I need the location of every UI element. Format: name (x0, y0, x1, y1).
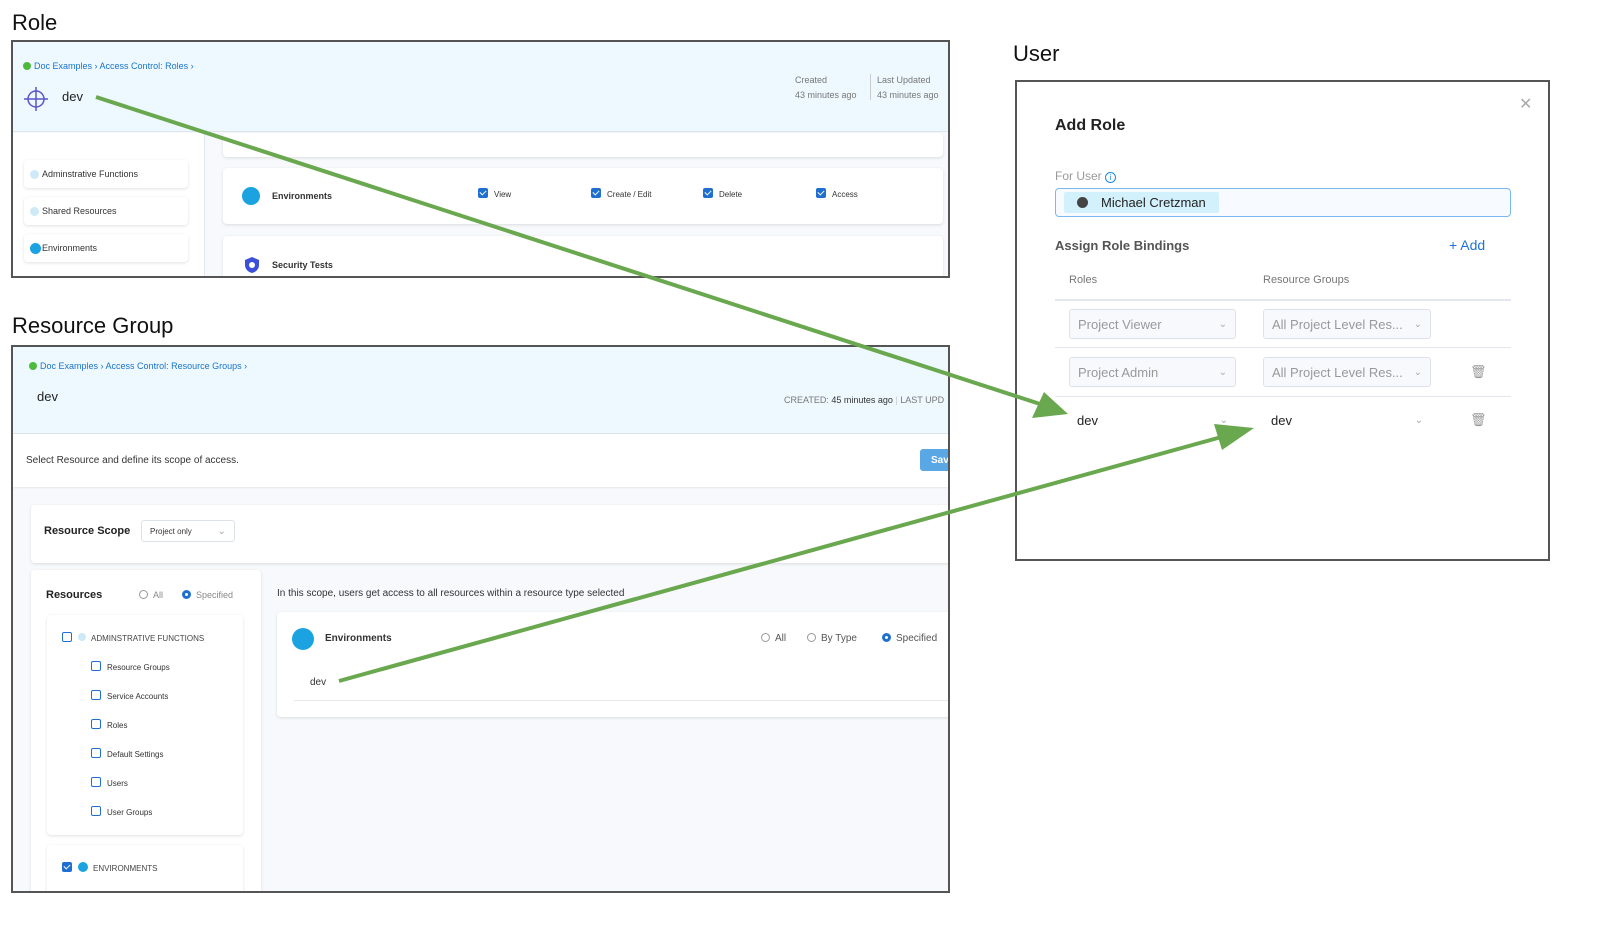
resource-item[interactable]: Users (91, 777, 128, 788)
updated-label: Last Updated (877, 75, 931, 85)
sidebar-item-environments[interactable]: Environments (24, 234, 188, 262)
role-header: Doc Examples › Access Control: Roles › d… (13, 42, 948, 132)
breadcrumb: Doc Examples › Access Control: Roles › (23, 61, 194, 71)
admin-functions-group[interactable]: ADMINSTRATIVE FUNCTIONS (62, 632, 204, 643)
project-icon (23, 62, 31, 70)
role-select[interactable]: Project Admin⌄ (1069, 357, 1236, 387)
perm-create-edit[interactable]: Create / Edit (591, 188, 651, 199)
resource-scope-select[interactable]: Project only⌄ (141, 520, 235, 542)
trash-icon[interactable]: 🗑 (1470, 412, 1487, 427)
chevron-down-icon: ⌄ (1414, 414, 1423, 426)
breadcrumb-link[interactable]: Doc Examples (40, 361, 99, 371)
chevron-down-icon: ⌄ (217, 525, 226, 537)
updated-value: 43 minutes ago (877, 90, 939, 100)
resource-group-screenshot: Doc Examples › Access Control: Resource … (11, 345, 950, 893)
environments-group[interactable]: ENVIRONMENTS (62, 862, 157, 873)
save-button[interactable]: Sav (920, 449, 948, 471)
created-label: CREATED: (784, 395, 829, 405)
chevron-down-icon: ⌄ (1413, 318, 1422, 330)
role-select[interactable]: Project Viewer⌄ (1069, 309, 1236, 339)
environments-permission-card: Environments View Create / Edit Delete A… (223, 168, 943, 224)
card-title: Environments (325, 633, 392, 644)
resource-item[interactable]: Default Settings (91, 748, 163, 759)
section-title-user: User (1013, 41, 1060, 66)
trash-icon[interactable]: 🗑 (1470, 364, 1487, 379)
resources-label: Resources (46, 589, 103, 601)
column-header-roles: Roles (1069, 274, 1098, 286)
add-role-dialog: ✕ Add Role For User i Michael Cretzman A… (1015, 80, 1550, 561)
info-icon: i (1105, 172, 1117, 183)
breadcrumb-link[interactable]: Access Control: Resource Groups (105, 361, 242, 371)
sidebar-item-admin[interactable]: Adminstrative Functions (24, 160, 188, 188)
chevron-down-icon: ⌄ (1413, 366, 1422, 378)
radio-specified[interactable]: Specified (882, 633, 937, 644)
sidebar-item-shared[interactable]: Shared Resources (24, 197, 188, 225)
created-value: 43 minutes ago (795, 90, 857, 100)
environments-card: Environments All By Type Specified dev (277, 612, 948, 717)
close-icon[interactable]: ✕ (1519, 96, 1533, 113)
breadcrumb-link[interactable]: Doc Examples (34, 61, 93, 71)
chevron-down-icon: ⌄ (1218, 366, 1227, 378)
role-name: dev (62, 89, 83, 104)
radio-all[interactable]: All (761, 633, 786, 644)
resources-panel: Resources All Specified ADMINSTRATIVE FU… (31, 570, 261, 891)
updated-label: LAST UPD (900, 395, 945, 405)
resource-group-select[interactable]: All Project Level Res...⌄ (1263, 357, 1431, 387)
created-label: Created (795, 75, 828, 85)
resource-item[interactable]: Roles (91, 719, 127, 730)
environment-item: dev (310, 677, 327, 688)
resource-group-select[interactable]: dev⌄ (1271, 412, 1423, 428)
section-title-role: Role (12, 10, 58, 35)
resource-group-select[interactable]: All Project Level Res...⌄ (1263, 309, 1431, 339)
security-tests-card: Security Tests (223, 236, 943, 276)
resource-item[interactable]: Resource Groups (91, 661, 170, 672)
user-input[interactable]: Michael Cretzman (1055, 188, 1511, 217)
shield-icon (245, 257, 259, 273)
breadcrumb-link[interactable]: Access Control: Roles (99, 61, 189, 71)
perm-delete[interactable]: Delete (703, 188, 742, 199)
avatar (1077, 197, 1088, 208)
resource-group-name: dev (37, 389, 58, 404)
bindings-label: Assign Role Bindings (1055, 238, 1190, 253)
resource-item[interactable]: User Groups (91, 806, 152, 817)
card-title: Security Tests (272, 260, 333, 270)
role-select[interactable]: dev⌄ (1077, 412, 1228, 428)
dialog-title: Add Role (1055, 117, 1126, 134)
for-user-label: For User i (1055, 169, 1117, 183)
chevron-down-icon: ⌄ (1218, 318, 1227, 330)
breadcrumb: Doc Examples › Access Control: Resource … (29, 361, 247, 371)
chevron-down-icon: ⌄ (1219, 414, 1228, 426)
radio-specified[interactable]: Specified (182, 590, 233, 600)
created-value: 45 minutes ago (831, 395, 893, 405)
instruction-text: Select Resource and define its scope of … (26, 455, 239, 466)
resource-scope-label: Resource Scope (44, 525, 131, 537)
add-binding-button[interactable]: + Add (1449, 237, 1486, 253)
card-title: Environments (272, 191, 333, 201)
radio-by-type[interactable]: By Type (807, 633, 857, 644)
resource-item[interactable]: Service Accounts (91, 690, 168, 701)
perm-view[interactable]: View (478, 188, 511, 199)
role-screenshot: Doc Examples › Access Control: Roles › d… (11, 40, 950, 278)
user-chip[interactable]: Michael Cretzman (1064, 192, 1219, 213)
radio-all[interactable]: All (139, 590, 163, 600)
environments-icon (292, 628, 314, 650)
column-header-resource-groups: Resource Groups (1263, 274, 1350, 286)
crosshair-icon (24, 87, 48, 111)
scope-note: In this scope, users get access to all r… (277, 588, 625, 599)
section-title-resource-group: Resource Group (12, 313, 174, 338)
project-icon (29, 362, 37, 370)
perm-access[interactable]: Access (816, 188, 858, 199)
environments-icon (242, 187, 260, 205)
